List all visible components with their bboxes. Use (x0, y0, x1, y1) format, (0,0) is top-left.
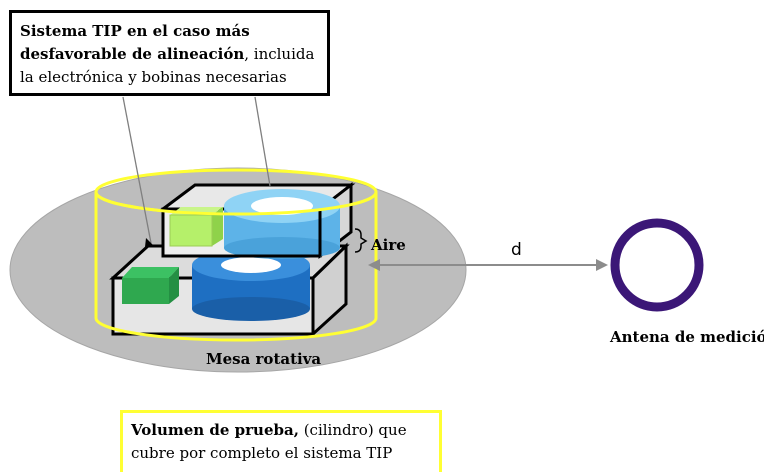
upper-coil-icon (224, 189, 340, 259)
antenna-label: Antena de medición (610, 328, 764, 346)
distance-label: d (511, 240, 522, 260)
lower-coil-icon (192, 249, 310, 321)
test-volume-callout-text: (cilindro) que cubre por completo el sis… (131, 421, 407, 462)
test-volume-cylinder (94, 191, 378, 342)
system-callout-bold: Sistema TIP en el caso más desfavorable … (20, 22, 250, 63)
test-volume-callout: Volumen de prueba, (cilindro) que cubre … (120, 410, 442, 472)
system-callout: Sistema TIP en el caso más desfavorable … (9, 10, 330, 96)
lower-electronics-block (122, 267, 179, 304)
callout-pointer-electronics (122, 96, 152, 244)
upper-electronics-block (169, 207, 223, 247)
distance-arrow (368, 259, 608, 271)
air-gap-bracket (354, 228, 368, 253)
air-label: Aire (371, 236, 406, 254)
rotating-table-label: Mesa rotativa (206, 350, 322, 368)
test-volume-callout-bold: Volumen de prueba, (131, 421, 299, 439)
callout-pointer-coil (254, 96, 271, 187)
system-callout-text: , incluida la electrónica y bobinas nece… (20, 45, 315, 86)
callout-pointer-arrowhead (145, 238, 155, 247)
measurement-antenna-icon (610, 218, 704, 312)
